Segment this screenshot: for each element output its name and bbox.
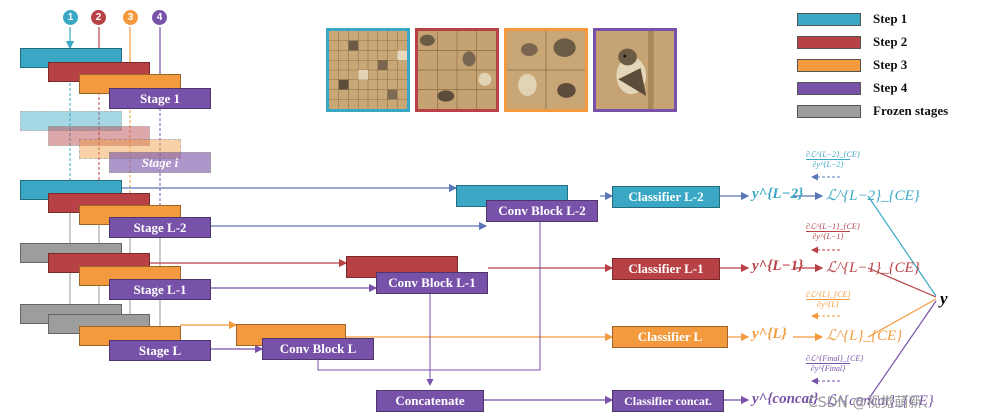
- stage-i-block: Stage i: [109, 152, 211, 173]
- gradient-concat: ∂ℒ^{Final}_{CE} ∂y^{Final}: [806, 354, 864, 373]
- target-y: y: [940, 289, 948, 308]
- jigsaw-2x2-image: [507, 31, 585, 109]
- output-y-l-2: y^{L−2}: [752, 186, 804, 202]
- bird-thumbnail-step4: [593, 28, 677, 112]
- watermark: CSDN @视觉萌新、: [808, 395, 937, 411]
- loss-l-2: ℒ^{L−2}_{CE}: [826, 188, 920, 204]
- loss-l-1: ℒ^{L−1}_{CE}: [826, 260, 920, 276]
- gradient-numerator: ∂ℒ^{L}_{CE}: [806, 290, 851, 299]
- stage-l-1-block: Stage L-1: [109, 279, 211, 300]
- stage-1-block: Stage 1: [109, 88, 211, 109]
- classifier-l-2: Classifier L-2: [612, 186, 720, 208]
- gradient-numerator: ∂ℒ^{Final}_{CE}: [806, 354, 864, 363]
- gradient-l-1: ∂ℒ^{L−1}_{CE} ∂y^{L−1}: [806, 222, 860, 241]
- legend-frozen: Frozen stages: [797, 103, 948, 119]
- loss-l: ℒ^{L}_{CE}: [826, 328, 903, 344]
- legend-step-3: Step 3: [797, 57, 907, 73]
- legend-swatch: [797, 35, 861, 49]
- full-bird-image: [596, 31, 674, 109]
- legend-step-2: Step 2: [797, 34, 907, 50]
- conv-block-l: Conv Block L: [262, 338, 374, 360]
- concatenate-block: Concatenate: [376, 390, 484, 412]
- stage-l-2-block: Stage L-2: [109, 217, 211, 238]
- output-y-l: y^{L}: [752, 326, 787, 342]
- conv-block-l-2: Conv Block L-2: [486, 200, 598, 222]
- step-3-badge: 3: [123, 10, 138, 25]
- gradient-denominator: ∂y^{L−1}: [806, 231, 850, 241]
- legend-step-1: Step 1: [797, 11, 907, 27]
- legend-swatch: [797, 81, 861, 95]
- legend-label: Step 4: [873, 80, 908, 95]
- jigsaw-4x4-image: [418, 31, 496, 109]
- bird-thumbnail-step3: [504, 28, 588, 112]
- step-1-badge: 1: [63, 10, 78, 25]
- gradient-numerator: ∂ℒ^{L−1}_{CE}: [806, 222, 860, 231]
- gradient-l: ∂ℒ^{L}_{CE} ∂y^{L}: [806, 290, 851, 309]
- bird-thumbnail-step2: [415, 28, 499, 112]
- stage-block-step2-faded: [48, 126, 150, 146]
- legend-label: Step 2: [873, 34, 908, 49]
- gradient-l-2: ∂ℒ^{L−2}_{CE} ∂y^{L−2}: [806, 150, 860, 169]
- step-4-badge: 4: [152, 10, 167, 25]
- loss-concat: ℒ^{concat}_{CE}: [826, 393, 934, 409]
- legend-label: Step 1: [873, 11, 908, 26]
- legend-swatch: [797, 104, 861, 118]
- stage-l-block: Stage L: [109, 340, 211, 361]
- legend-label: Frozen stages: [873, 103, 949, 118]
- stage-block-step1-faded: [20, 111, 122, 131]
- gradient-denominator: ∂y^{Final}: [806, 363, 850, 373]
- legend-label: Step 3: [873, 57, 908, 72]
- legend-step-4: Step 4: [797, 80, 907, 96]
- output-y-l-1: y^{L−1}: [752, 258, 804, 274]
- legend-swatch: [797, 12, 861, 26]
- bird-thumbnail-step1: [326, 28, 410, 112]
- output-y-concat: y^{concat}: [752, 391, 819, 407]
- jigsaw-8x8-image: [329, 31, 407, 109]
- gradient-denominator: ∂y^{L−2}: [806, 159, 850, 169]
- legend-swatch: [797, 58, 861, 72]
- classifier-concat: Classifier concat.: [612, 390, 724, 412]
- gradient-denominator: ∂y^{L}: [806, 299, 850, 309]
- step-2-badge: 2: [91, 10, 106, 25]
- gradient-numerator: ∂ℒ^{L−2}_{CE}: [806, 150, 860, 159]
- conv-block-l-1: Conv Block L-1: [376, 272, 488, 294]
- classifier-l-1: Classifier L-1: [612, 258, 720, 280]
- classifier-l: Classifier L: [612, 326, 728, 348]
